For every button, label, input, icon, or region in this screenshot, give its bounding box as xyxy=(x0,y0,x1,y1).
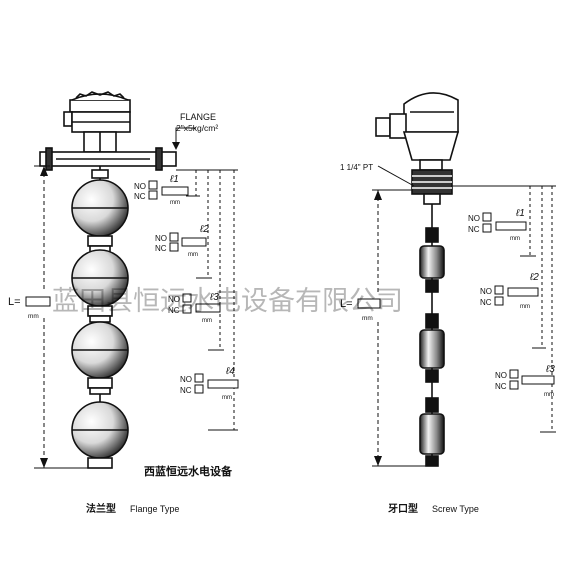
screw-length-box xyxy=(357,298,381,309)
flange-length-unit: mm xyxy=(28,313,39,320)
switch-nc-label: NC xyxy=(168,306,180,315)
flange-label: FLANGE xyxy=(180,112,216,122)
watermark: 蓝田县恒远水电设备有限公司 xyxy=(52,286,403,317)
nc-checkbox xyxy=(169,242,179,252)
nc-checkbox xyxy=(194,384,204,394)
switch-no-label: NO xyxy=(180,375,192,384)
level-value-box xyxy=(521,375,555,385)
level-unit: mm xyxy=(202,318,212,324)
no-checkbox xyxy=(494,285,504,295)
switch-nc-label: NC xyxy=(495,382,507,391)
flange-length-box xyxy=(25,296,51,307)
nc-checkbox xyxy=(148,190,158,200)
switch-no-label: NO xyxy=(468,214,480,223)
flange-switch-4: NO NC ℓ4 mm xyxy=(180,366,239,401)
flange-float-2 xyxy=(71,245,129,317)
level-label: ℓ3 xyxy=(545,364,555,375)
nc-checkbox xyxy=(509,380,519,390)
screw-type-diagram xyxy=(372,92,556,467)
switch-nc-label: NC xyxy=(468,225,480,234)
flange-housing xyxy=(63,91,131,153)
level-unit: mm xyxy=(170,200,180,206)
nc-checkbox xyxy=(182,304,192,314)
level-unit: mm xyxy=(222,395,232,401)
screw-caption-cn: 牙口型 xyxy=(388,502,418,515)
screw-length-label: L= xyxy=(340,298,353,310)
switch-no-label: NO xyxy=(168,295,180,304)
level-label: ℓ2 xyxy=(199,224,209,235)
flange-switch-3: NO NC ℓ3 mm xyxy=(168,292,221,324)
switch-nc-label: NC xyxy=(134,192,146,201)
flange-caption-cn: 法兰型 xyxy=(86,502,116,515)
switch-no-label: NO xyxy=(155,234,167,243)
level-value-box xyxy=(207,379,239,389)
company-caption: 西蓝恒远水电设备 xyxy=(144,464,233,478)
no-checkbox xyxy=(169,232,179,242)
level-value-box xyxy=(507,287,539,297)
screw-float-1 xyxy=(419,227,445,293)
no-checkbox xyxy=(148,180,158,190)
no-checkbox xyxy=(509,369,519,379)
level-unit: mm xyxy=(188,252,198,258)
level-label: ℓ3 xyxy=(209,292,219,303)
level-label: ℓ1 xyxy=(169,174,179,185)
level-label: ℓ4 xyxy=(225,366,235,377)
screw-thread xyxy=(411,169,453,205)
flange-float-3 xyxy=(71,315,129,389)
no-checkbox xyxy=(482,212,492,222)
switch-nc-label: NC xyxy=(180,386,192,395)
flange-length-dimension xyxy=(34,165,100,469)
flange-type-diagram xyxy=(34,91,238,469)
screw-caption-en: Screw Type xyxy=(432,504,479,514)
nc-checkbox xyxy=(482,223,492,233)
switch-no-label: NO xyxy=(495,371,507,380)
level-unit: mm xyxy=(520,304,530,310)
screw-switch-3: NO NC ℓ3 mm xyxy=(495,364,555,398)
switch-nc-label: NC xyxy=(480,298,492,307)
level-label: ℓ2 xyxy=(529,272,539,283)
flange-spec: 2"x5kg/cm² xyxy=(176,123,218,133)
flange-length-label: L= xyxy=(8,296,21,308)
flange-float-1 xyxy=(71,169,129,247)
level-value-box xyxy=(181,237,207,247)
nc-checkbox xyxy=(494,296,504,306)
screw-float-3 xyxy=(419,397,445,467)
level-unit: mm xyxy=(510,236,520,242)
flange-switch-1: NO NC ℓ1 mm xyxy=(134,174,189,206)
level-unit: mm xyxy=(544,392,554,398)
screw-switch-2: NO NC ℓ2 mm xyxy=(480,272,539,310)
screw-length-unit: mm xyxy=(362,315,373,322)
level-label: ℓ1 xyxy=(515,208,525,219)
level-value-box xyxy=(495,221,527,231)
switch-nc-label: NC xyxy=(155,244,167,253)
no-checkbox xyxy=(194,373,204,383)
screw-level-dimensions xyxy=(452,185,556,433)
level-value-box xyxy=(195,303,221,313)
level-value-box xyxy=(161,186,189,196)
flange-float-4 xyxy=(71,387,129,469)
switch-no-label: NO xyxy=(134,182,146,191)
flange-switch-2: NO NC ℓ2 mm xyxy=(155,224,209,258)
screw-thread-label: 1 1/4" PT xyxy=(340,163,373,172)
switch-no-label: NO xyxy=(480,287,492,296)
screw-float-2 xyxy=(419,313,445,383)
screw-switch-1: NO NC ℓ1 mm xyxy=(468,208,527,242)
screw-length-dimension xyxy=(372,189,432,467)
flange-plate xyxy=(39,147,177,171)
no-checkbox xyxy=(182,293,192,303)
screw-housing xyxy=(375,92,460,171)
flange-caption-en: Flange Type xyxy=(130,504,179,514)
